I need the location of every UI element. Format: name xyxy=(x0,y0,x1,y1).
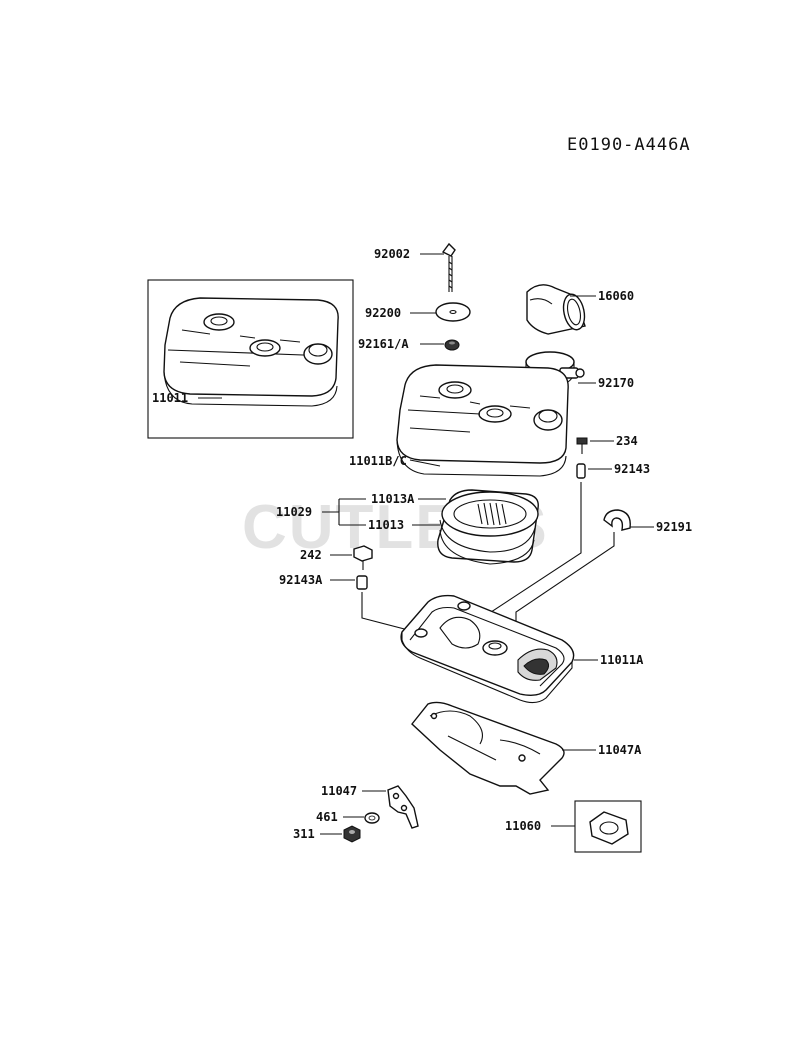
main-cover-11011bc xyxy=(396,364,569,477)
wing-bolt-92002 xyxy=(441,242,456,292)
label-242: 242 xyxy=(300,548,322,562)
label-92143a: 92143A xyxy=(279,573,323,587)
label-311: 311 xyxy=(293,827,315,841)
nut-311 xyxy=(343,825,361,843)
label-11013: 11013 xyxy=(368,518,404,532)
inset-cover-11011 xyxy=(147,279,354,439)
bolt-242 xyxy=(353,545,373,570)
seal-92161 xyxy=(444,339,460,351)
label-461: 461 xyxy=(316,810,338,824)
inset-gasket-11060 xyxy=(574,800,642,853)
plate-11047a xyxy=(411,701,565,795)
label-11029: 11029 xyxy=(276,505,312,519)
label-92002: 92002 xyxy=(374,247,410,261)
collar-92143a xyxy=(356,575,368,590)
base-11011a xyxy=(400,594,575,704)
air-filter-11013 xyxy=(437,489,539,565)
label-11011: 11011 xyxy=(152,391,188,405)
label-11060: 11060 xyxy=(505,819,541,833)
label-92170: 92170 xyxy=(598,376,634,390)
lock-washer-461 xyxy=(364,812,380,824)
clamp-92170 xyxy=(525,351,585,387)
label-11047: 11047 xyxy=(321,784,357,798)
label-11011bc: 11011B/C xyxy=(349,454,407,468)
screw-234 xyxy=(576,437,588,454)
label-92161: 92161/A xyxy=(358,337,409,351)
label-11011a: 11011A xyxy=(600,653,644,667)
hose-92191 xyxy=(603,509,631,531)
washer-92200 xyxy=(435,302,471,322)
label-16060: 16060 xyxy=(598,289,634,303)
label-11013a: 11013A xyxy=(371,492,415,506)
collar-92143 xyxy=(576,463,586,479)
label-92143: 92143 xyxy=(614,462,650,476)
bracket-11047 xyxy=(387,785,419,829)
elbow-16060 xyxy=(526,284,586,335)
label-234: 234 xyxy=(616,434,638,448)
diagram-code: E0190-A446A xyxy=(567,135,691,155)
label-92191: 92191 xyxy=(656,520,692,534)
label-92200: 92200 xyxy=(365,306,401,320)
label-11047a: 11047A xyxy=(598,743,642,757)
